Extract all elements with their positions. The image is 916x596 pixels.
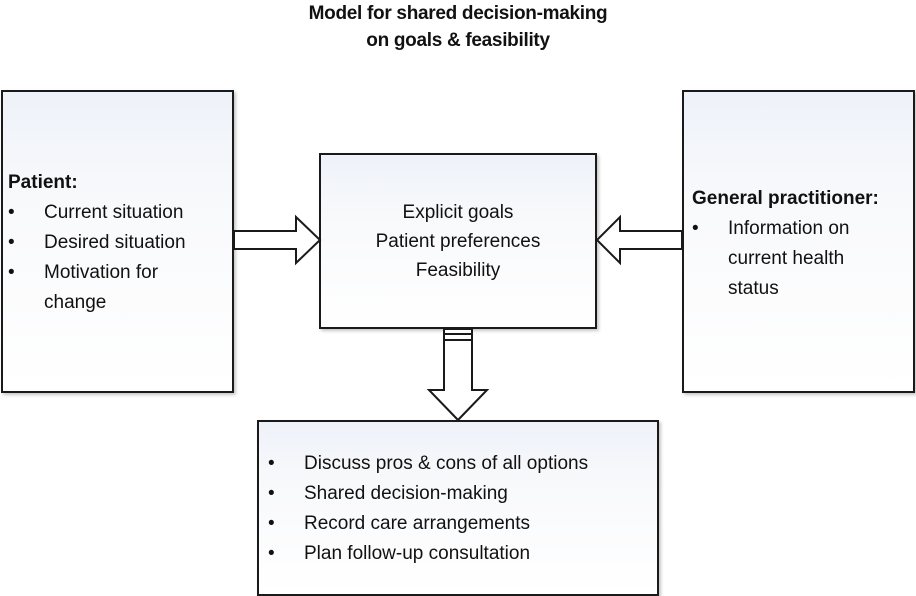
title-line-1: Model for shared decision-making xyxy=(308,3,608,24)
list-item: • Current situation xyxy=(8,198,230,228)
goals-line: Feasibility xyxy=(415,260,501,281)
goals-line: Patient preferences xyxy=(375,231,541,252)
gp-box xyxy=(682,90,915,393)
gp-heading: General practitioner: xyxy=(692,188,879,209)
bullet: • xyxy=(8,202,15,223)
outcome-content: • Discuss pros & cons of all options • Sha… xyxy=(268,449,658,569)
outcome-list: • Discuss pros & cons of all options • Sha… xyxy=(268,449,658,569)
gp-list: • Information on current health status xyxy=(692,214,912,304)
goals-line: Explicit goals xyxy=(402,202,514,223)
bullet: • xyxy=(692,218,699,239)
list-item-text: Information on current health status xyxy=(728,218,850,299)
list-item: • Information on current health status xyxy=(692,214,912,304)
list-item: • Plan follow-up consultation xyxy=(268,539,658,569)
list-item: • Desired situation xyxy=(8,228,230,258)
goals-box xyxy=(319,153,597,329)
patient-list: • Current situation • Desired situation • M… xyxy=(8,198,230,318)
bullet: • xyxy=(268,543,275,564)
list-item-text: Discuss pros & cons of all options xyxy=(304,453,589,474)
list-item: • Record care arrangements xyxy=(268,509,658,539)
list-item-text: Record care arrangements xyxy=(304,513,530,534)
goals-content: Explicit goals Patient preferences Feasi… xyxy=(319,198,597,285)
list-item-text: Shared decision-making xyxy=(304,483,508,504)
bullet: • xyxy=(268,453,275,474)
list-item-text: Current situation xyxy=(44,202,184,223)
list-item: • Shared decision-making xyxy=(268,479,658,509)
bullet: • xyxy=(268,483,275,504)
list-item-text: Motivation for change xyxy=(44,262,159,313)
list-item-text: Plan follow-up consultation xyxy=(304,543,531,564)
bullet: • xyxy=(8,232,15,253)
arrow-goals-to-outcome xyxy=(426,328,490,422)
arrow-patient-to-goals xyxy=(233,214,322,266)
list-item: • Motivation for change xyxy=(8,258,230,318)
arrow-gp-to-goals xyxy=(595,214,683,266)
gp-content: General practitioner: • Information on cu… xyxy=(692,184,912,304)
patient-content: Patient: • Current situation • Desired sit… xyxy=(8,168,230,318)
list-item: • Discuss pros & cons of all options xyxy=(268,449,658,479)
diagram-title: Model for shared decision-making on goal… xyxy=(0,0,916,54)
outcome-box xyxy=(257,420,659,596)
bullet: • xyxy=(8,262,15,283)
bullet: • xyxy=(268,513,275,534)
list-item-text: Desired situation xyxy=(44,232,186,253)
patient-heading: Patient: xyxy=(8,172,78,193)
title-line-2: on goals & feasibility xyxy=(366,30,550,51)
patient-box xyxy=(1,90,234,393)
